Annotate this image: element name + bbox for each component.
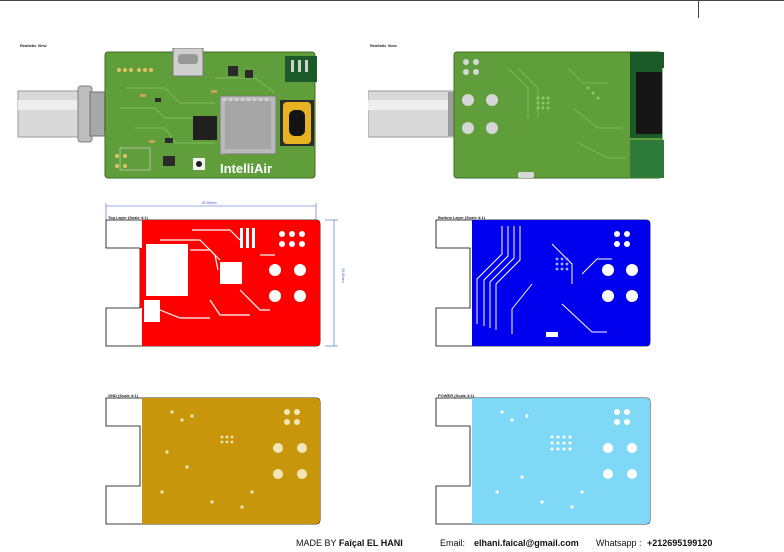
top-border-line bbox=[0, 0, 784, 1]
footer-email[interactable]: elhani.faical@gmail.com bbox=[474, 538, 579, 548]
power-layer-view bbox=[435, 397, 651, 525]
made-by-prefix: MADE BY bbox=[296, 538, 337, 548]
realistic-view-bottom-label: Realistic View bbox=[370, 43, 397, 48]
footer-made-by: MADE BY Faîçal EL HANI bbox=[296, 536, 403, 550]
brand-text: IntelliAir bbox=[220, 161, 272, 176]
author-name: Faîçal EL HANI bbox=[338, 538, 403, 548]
top-layer-label: Top Layer (Scale 4:1) bbox=[108, 215, 148, 220]
footer-whatsapp-label: Whatsapp : bbox=[596, 538, 642, 548]
footer-email-label: Email: bbox=[440, 538, 466, 548]
corner-border-line bbox=[698, 0, 699, 18]
width-dimension-label: 52.50mm bbox=[202, 201, 217, 205]
realistic-bottom-view bbox=[368, 51, 664, 179]
realistic-top-view: IntelliAir bbox=[17, 48, 317, 179]
top-layer-view bbox=[105, 203, 338, 347]
bottom-layer-label: Bottom Layer (Scale 4:1) bbox=[438, 215, 485, 220]
power-layer-label: POWER (Scale 4:1) bbox=[438, 393, 475, 398]
gnd-layer-view bbox=[105, 397, 321, 525]
footer-whatsapp[interactable]: +212695199120 bbox=[647, 538, 713, 548]
bottom-layer-view bbox=[435, 219, 651, 347]
gnd-layer-label: GND (Scale 4:1) bbox=[108, 393, 139, 398]
realistic-view-top-label: Realistic View bbox=[20, 43, 47, 48]
